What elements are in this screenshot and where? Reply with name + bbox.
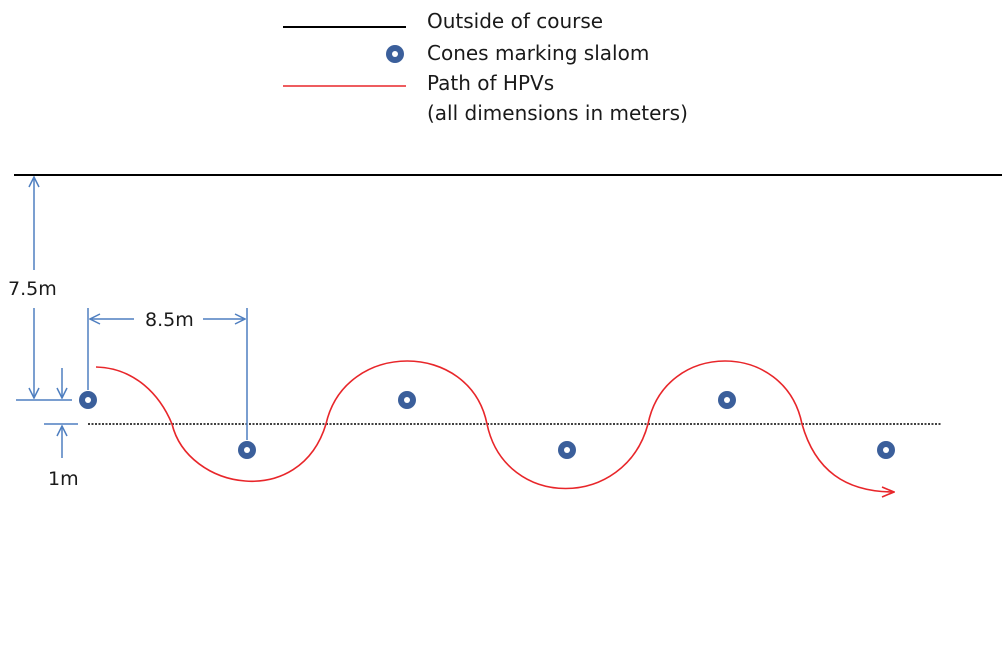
cone-2-icon <box>238 441 256 459</box>
cone-3-icon <box>398 391 416 409</box>
hpv-path <box>95 360 894 492</box>
dimension-7-5m: 7.5m <box>8 177 72 401</box>
cone-6-icon <box>877 441 895 459</box>
dimension-1m-label: 1m <box>48 468 79 490</box>
legend-path-label: Path of HPVs <box>427 71 554 95</box>
legend: Outside of course Cones marking slalom P… <box>283 9 688 125</box>
legend-cones-label: Cones marking slalom <box>427 41 649 65</box>
legend-cone-swatch-icon <box>386 45 404 63</box>
cone-4-icon <box>558 441 576 459</box>
dimension-7-5m-label: 7.5m <box>8 278 57 300</box>
dimension-1m: 1m <box>44 368 79 490</box>
dimension-8-5m: 8.5m <box>87 308 248 440</box>
cone-1-icon <box>79 391 97 409</box>
legend-units-note: (all dimensions in meters) <box>427 101 688 125</box>
cone-5-icon <box>718 391 736 409</box>
dimension-8-5m-label: 8.5m <box>145 309 194 331</box>
cones <box>79 391 895 459</box>
legend-outside-label: Outside of course <box>427 9 603 33</box>
